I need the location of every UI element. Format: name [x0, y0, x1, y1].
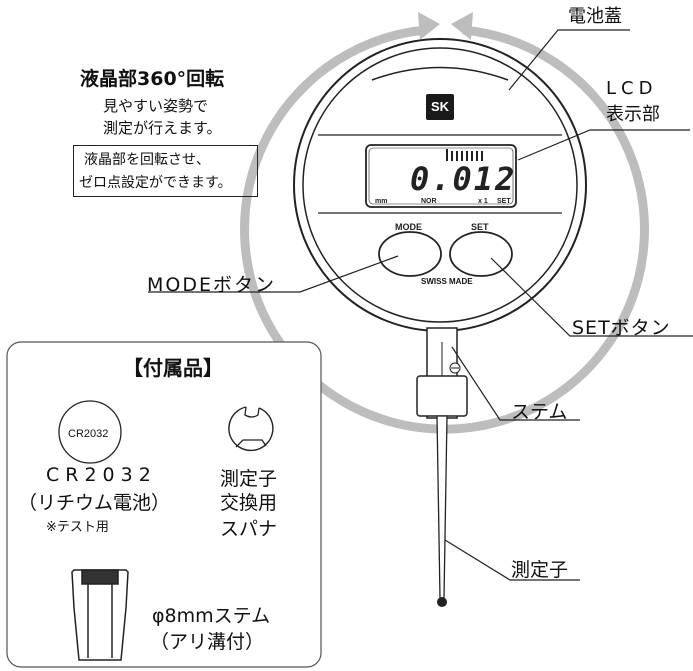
battery-icon-label: CR2032 — [68, 428, 109, 440]
lcd-window-inner — [368, 147, 514, 205]
battery-icon — [58, 400, 122, 464]
stem-caption-line-2: （アリ溝付） — [150, 631, 265, 653]
stem-caption-line-1: φ8mmステム — [152, 605, 271, 627]
contact-point-ball — [437, 597, 447, 607]
mode-button-label: MODE — [395, 222, 422, 232]
battery-caption-line-2: （リチウム電池） — [18, 492, 171, 514]
feature-note-box — [73, 145, 258, 197]
feature-line-1: 見やすい姿勢で — [103, 97, 209, 115]
spanner-caption-line-1: 測定子 — [220, 468, 278, 490]
accessories-title: 【付属品】 — [123, 356, 223, 380]
lcd-mode-indicator: NOR — [421, 198, 437, 205]
leader-lines — [148, 29, 693, 581]
lcd-set-indicator: SET — [497, 198, 511, 205]
lcd-unit: mm — [375, 198, 388, 205]
label-lcd-line-1: LCD — [606, 78, 658, 99]
feature-line-2: 測定が行えます。 — [103, 119, 222, 137]
rotation-arrowhead-right — [451, 12, 473, 40]
lcd-reading: 0.012 — [410, 160, 517, 198]
spanner-caption-line-2: 交換用 — [220, 492, 278, 514]
feature-headline: 液晶部360°回転 — [80, 68, 225, 90]
swiss-made-label: SWISS MADE — [421, 277, 473, 286]
contact-point-needle — [436, 415, 448, 599]
label-stem: ステム — [511, 401, 568, 423]
label-battery-cover: 電池蓋 — [568, 6, 622, 27]
battery-caption-note: ※テスト用 — [46, 520, 109, 535]
battery-cover — [371, 66, 509, 81]
battery-caption-line-1: CR2032 — [46, 464, 157, 486]
stem-clamp — [416, 375, 468, 417]
set-button-label: SET — [471, 222, 489, 232]
label-set-button: SETボタン — [572, 317, 671, 339]
spanner-icon — [228, 406, 274, 452]
feature-note-line-2: ゼロ点設定ができます。 — [79, 175, 232, 191]
spanner-caption-line-3: スパナ — [220, 518, 278, 540]
feature-note-line-1: 液晶部を回転させ、 — [84, 152, 210, 168]
mode-button-outer — [378, 231, 442, 277]
lcd-bar-graph — [446, 149, 483, 161]
lcd-window — [365, 144, 517, 208]
label-contact-point: 測定子 — [511, 559, 569, 581]
label-mode-button: MODEボタン — [147, 274, 276, 296]
brand-logo: SK — [426, 94, 454, 120]
lcd-resolution: x 1 — [478, 198, 488, 205]
rotation-arrowhead-left — [418, 12, 440, 40]
set-button-outer — [449, 231, 513, 277]
label-lcd-line-2: 表示部 — [606, 104, 660, 125]
stem-accessory-icon — [71, 569, 129, 661]
